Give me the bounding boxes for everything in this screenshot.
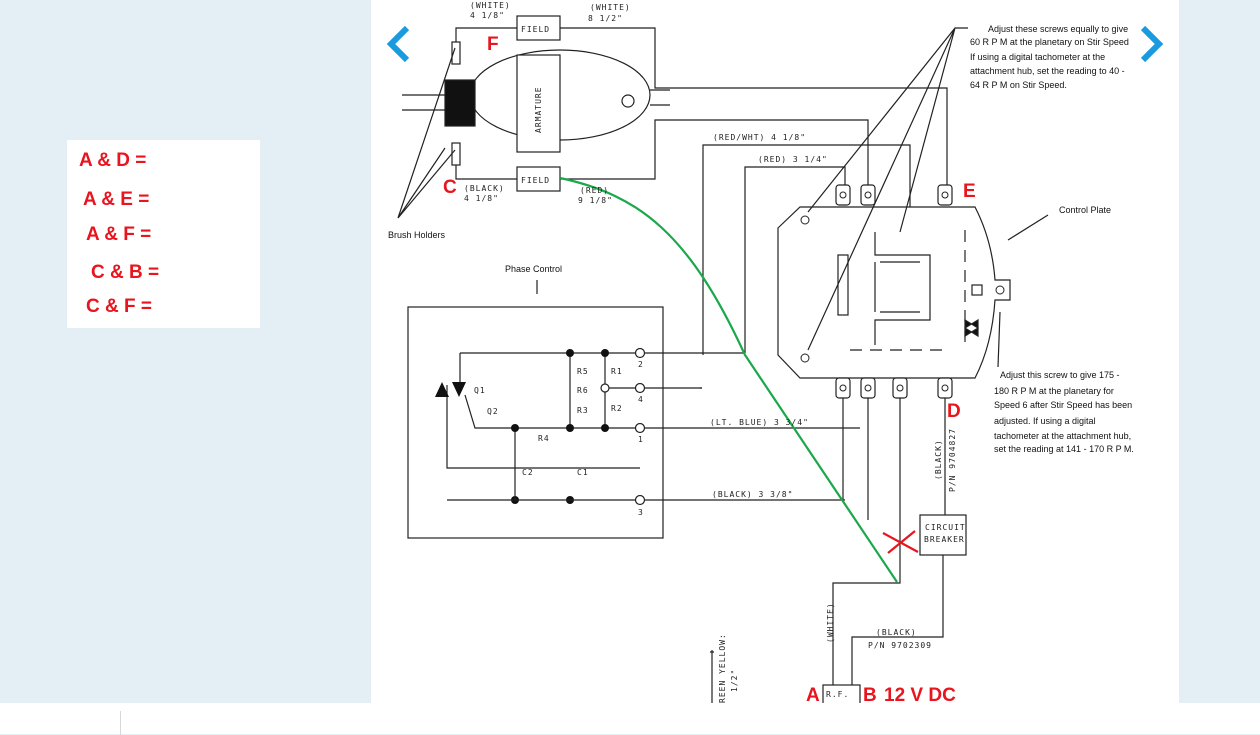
wire-label: (RED) 3 1/4" <box>758 155 828 164</box>
voltage-label: 12 V DC <box>884 685 956 703</box>
chevron-right-icon <box>1140 25 1164 63</box>
marker-b: B <box>863 685 877 703</box>
wire-label: P/N 9702309 <box>868 641 932 650</box>
legend-item-c-f: C & F = <box>86 296 152 317</box>
legend-item-a-f: A & F = <box>86 224 152 245</box>
wire-label: (WHITE) <box>470 1 511 10</box>
wire-label: (LT. BLUE) 3 3/4" <box>710 418 809 427</box>
component-label: FIELD <box>521 25 550 34</box>
wire-label: REEN YELLOW: <box>718 633 727 703</box>
marker-f: F <box>487 34 499 55</box>
phase-control-box <box>407 306 664 539</box>
next-image-button[interactable] <box>1135 22 1171 66</box>
wire-label: (WHITE) <box>590 3 631 12</box>
component-label: R2 <box>611 404 623 413</box>
terminal-label: 1 <box>638 435 644 444</box>
wire-label: 9 1/8" <box>578 196 613 205</box>
armature-block <box>516 54 561 153</box>
brush-holder-bottom <box>451 142 461 166</box>
wire-label: (RED) <box>580 186 609 195</box>
marker-c: C <box>443 177 457 198</box>
wire-label: 4 1/8" <box>464 194 499 203</box>
field-top <box>516 15 561 41</box>
note-line: attachment hub, set the reading to 40 - <box>970 66 1125 76</box>
toolbar-divider <box>120 711 121 735</box>
marker-a: A <box>806 685 820 703</box>
component-label: R4 <box>538 434 550 443</box>
wire-label: 4 1/8" <box>470 11 505 20</box>
note-line: 180 R P M at the planetary for <box>994 386 1114 396</box>
adjust-screws-note: Adjust these screws equally to give 60 R… <box>970 24 1129 90</box>
component-label: R5 <box>577 367 589 376</box>
phase-control-note: Phase Control <box>505 264 562 274</box>
legend-item-a-e: A & E = <box>83 189 150 210</box>
component-label: Q2 <box>487 407 499 416</box>
previous-image-button[interactable] <box>381 22 417 66</box>
component-label: C2 <box>522 468 534 477</box>
note-line: tachometer at the attachment hub, <box>994 431 1131 441</box>
control-plate-note: Control Plate <box>1059 205 1111 215</box>
wire-label: (BLACK) <box>464 184 505 193</box>
note-line: Adjust these screws equally to give <box>988 24 1128 34</box>
note-line: If using a digital tachometer at the <box>970 52 1105 62</box>
field-bottom <box>516 166 561 192</box>
component-label: CIRCUIT <box>925 523 966 532</box>
component-label: R1 <box>611 367 623 376</box>
note-line: set the reading at 141 - 170 R P M. <box>994 444 1134 454</box>
component-label: R6 <box>577 386 589 395</box>
note-line: Adjust this screw to give 175 - <box>1000 370 1120 380</box>
component-label: R3 <box>577 406 589 415</box>
component-label: FIELD <box>521 176 550 185</box>
terminal-label: 2 <box>638 360 644 369</box>
terminal-label: 3 <box>638 508 644 517</box>
power-plug <box>822 684 861 703</box>
marker-e: E <box>963 181 976 202</box>
component-label: Q1 <box>474 386 486 395</box>
connection-checklist: A & D = A & E = A & F = C & B = C & F = <box>67 140 260 328</box>
adjust-screw-note: Adjust this screw to give 175 - 180 R P … <box>994 370 1134 454</box>
component-label: BREAKER <box>924 535 965 544</box>
wire-label: (RED/WHT) 4 1/8" <box>713 133 806 142</box>
component-label: ARMATURE <box>534 86 543 133</box>
note-line: 64 R P M on Stir Speed. <box>970 80 1067 90</box>
wire-label: (WHITE) <box>826 602 835 643</box>
note-line: adjusted. If using a digital <box>994 416 1096 426</box>
cross-mark-icon <box>882 530 919 554</box>
commutator <box>444 79 476 127</box>
wire-label: (BLACK) <box>876 628 917 637</box>
wire-label: (BLACK) 3 3/8" <box>712 490 793 499</box>
terminal-label: 4 <box>638 395 644 404</box>
legend-item-a-d: A & D = <box>79 150 147 171</box>
wire-label: 1/2" <box>730 669 739 692</box>
chevron-left-icon <box>386 25 410 63</box>
added-green-wire <box>559 176 898 583</box>
wire-label: P/N 9704827 <box>948 428 957 492</box>
control-plate <box>777 206 1011 379</box>
note-line: Speed 6 after Stir Speed has been <box>994 400 1132 410</box>
legend-item-c-b: C & B = <box>91 262 160 283</box>
bottom-toolbar <box>0 703 1260 735</box>
component-label: C1 <box>577 468 589 477</box>
wiring-diagram: (WHITE) 4 1/8" (WHITE) 8 1/2" (BLACK) 4 … <box>388 1 1134 703</box>
image-viewer: (WHITE) 4 1/8" (WHITE) 8 1/2" (BLACK) 4 … <box>371 0 1179 703</box>
wire-label: (BLACK) <box>934 439 943 480</box>
component-label: R.F. <box>826 690 849 699</box>
note-line: 60 R P M at the planetary on Stir Speed <box>970 37 1129 47</box>
marker-d: D <box>947 401 961 422</box>
brush-holders-note: Brush Holders <box>388 230 446 240</box>
wire-label: 8 1/2" <box>588 14 623 23</box>
circuit-breaker <box>919 514 967 556</box>
